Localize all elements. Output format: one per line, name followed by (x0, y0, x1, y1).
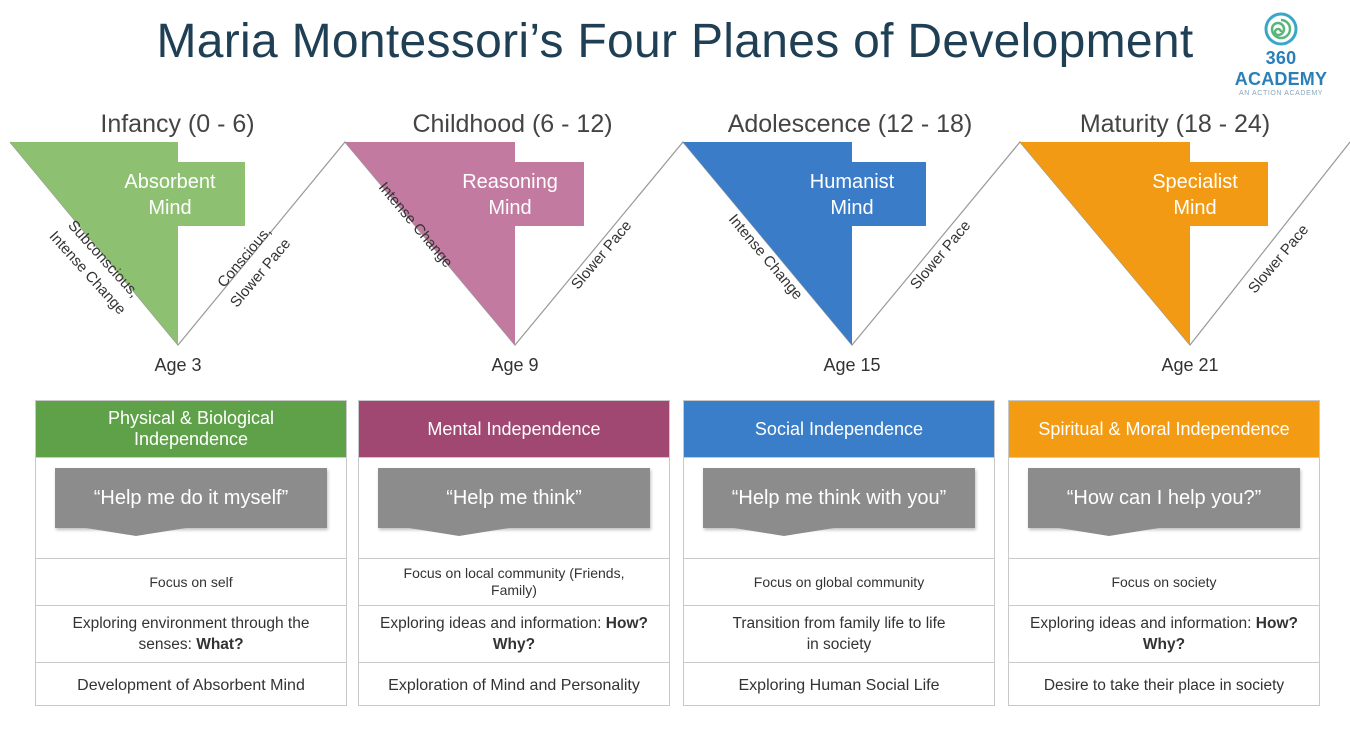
quote-callout: “Help me think with you” (703, 468, 975, 528)
independence-header: Social Independence (684, 401, 994, 457)
focus-row: Focus on self (36, 558, 346, 605)
page-title: Maria Montessori’s Four Planes of Develo… (156, 15, 1194, 68)
explore-question: How? Why? (492, 615, 648, 653)
explore-text: Transition from family life to life in s… (732, 615, 946, 653)
planes-diagram: Absorbent Mind Subconscious, Intense Cha… (9, 141, 1350, 375)
focus-row: Focus on local community (Friends, Famil… (359, 558, 669, 605)
explore-row: Transition from family life to life in s… (684, 605, 994, 662)
age-label-maturity: Age 21 (1161, 355, 1218, 375)
card-maturity: Spiritual & Moral Independence “How can … (1008, 400, 1320, 706)
mind-box-infancy (103, 162, 245, 226)
mind-label-childhood-1: Reasoning (462, 171, 558, 193)
mind-label-adolescence-1: Humanist (810, 171, 895, 193)
stage-childhood: Childhood (6 - 12) (412, 110, 613, 138)
independence-header: Spiritual & Moral Independence (1009, 401, 1319, 457)
focus-row: Focus on society (1009, 558, 1319, 605)
explore-text: Exploring ideas and information: (1030, 615, 1256, 632)
logo-text: 360 ACADEMY (1234, 48, 1328, 89)
card-infancy: Physical & Biological Independence “Help… (35, 400, 347, 706)
explore-text: Exploring environment through the senses… (72, 615, 310, 653)
mind-label-infancy-1: Absorbent (124, 171, 216, 193)
card-adolescence: Social Independence “Help me think with … (683, 400, 995, 706)
development-row: Desire to take their place in society (1009, 662, 1319, 709)
logo-tagline: AN ACTION ACADEMY (1238, 90, 1324, 97)
development-row: Development of Absorbent Mind (36, 662, 346, 709)
stage-infancy: Infancy (0 - 6) (100, 110, 255, 138)
right-note-childhood-1: Slower Pace (568, 217, 635, 292)
spiral-icon (1264, 12, 1298, 46)
quote-callout: “Help me do it myself” (55, 468, 327, 528)
explore-row: Exploring ideas and information: How? Wh… (359, 605, 669, 662)
explore-row: Exploring environment through the senses… (36, 605, 346, 662)
focus-row: Focus on global community (684, 558, 994, 605)
card-childhood: Mental Independence “Help me think” Focu… (358, 400, 670, 706)
mind-label-maturity-1: Specialist (1152, 171, 1238, 193)
independence-header: Physical & Biological Independence (36, 401, 346, 457)
explore-row: Exploring ideas and information: How? Wh… (1009, 605, 1319, 662)
quote-callout: “How can I help you?” (1028, 468, 1300, 528)
mind-label-adolescence-2: Mind (830, 197, 873, 219)
development-row: Exploration of Mind and Personality (359, 662, 669, 709)
mind-box-childhood (440, 162, 584, 226)
explore-question: How? Why? (1142, 615, 1298, 653)
right-note-adolescence-1: Slower Pace (907, 217, 974, 292)
age-label-infancy: Age 3 (154, 355, 201, 375)
mind-label-childhood-2: Mind (488, 197, 531, 219)
explore-question: What? (196, 636, 244, 653)
independence-header: Mental Independence (359, 401, 669, 457)
mind-label-infancy-2: Mind (148, 197, 191, 219)
development-row: Exploring Human Social Life (684, 662, 994, 709)
explore-text: Exploring ideas and information: (380, 615, 606, 632)
stage-maturity: Maturity (18 - 24) (1079, 110, 1271, 138)
academy-logo: 360 ACADEMY AN ACTION ACADEMY (1222, 12, 1340, 97)
quote-callout: “Help me think” (378, 468, 650, 528)
stage-adolescence: Adolescence (12 - 18) (727, 110, 973, 138)
age-label-childhood: Age 9 (491, 355, 538, 375)
age-label-adolescence: Age 15 (823, 355, 880, 375)
mind-box-adolescence (782, 162, 926, 226)
mind-box-maturity (1126, 162, 1268, 226)
mind-label-maturity-2: Mind (1173, 197, 1216, 219)
